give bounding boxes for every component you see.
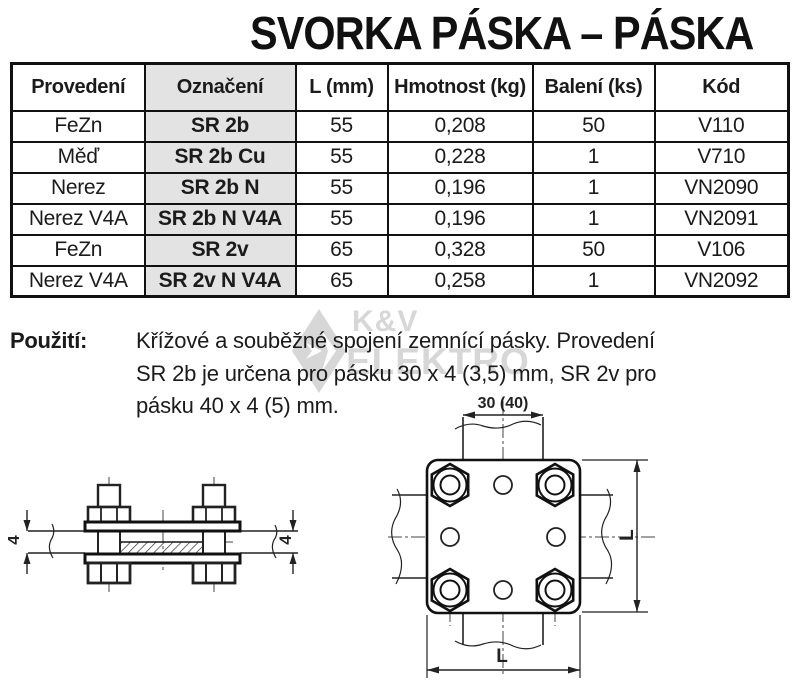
page-title: SVORKA PÁSKA – PÁSKA — [250, 7, 754, 59]
watermark-line1: K&V — [352, 305, 419, 338]
table-cell: FeZn — [10, 109, 146, 143]
table-cell: 50 — [531, 233, 656, 267]
kv-elektro-logo-icon — [292, 309, 346, 393]
table-cell: V110 — [653, 109, 790, 143]
table-cell: V710 — [653, 140, 790, 174]
column-header: Označení — [143, 62, 297, 112]
table-cell: 0,208 — [386, 109, 534, 143]
table-cell: VN2092 — [653, 264, 790, 298]
table-cell: 1 — [531, 202, 656, 236]
column-header: Balení (ks) — [531, 62, 656, 112]
table-cell: SR 2b Cu — [143, 140, 297, 174]
table-cell: 1 — [531, 171, 656, 205]
usage-text: Křížové a souběžné spojení zemnící pásky… — [136, 325, 656, 423]
column-header: Provedení — [10, 62, 146, 112]
table-cell: SR 2b — [143, 109, 297, 143]
table-cell: 0,228 — [386, 140, 534, 174]
table-cell: 0,196 — [386, 171, 534, 205]
side-view-drawing: 4 4 — [8, 477, 298, 592]
top-view-drawing: 30 (40) L L — [388, 395, 657, 678]
table-cell: SR 2v — [143, 233, 297, 267]
table-cell: FeZn — [10, 233, 146, 267]
column-header: Hmotnost (kg) — [386, 62, 534, 112]
table-cell: 65 — [294, 264, 389, 298]
table-cell: 0,196 — [386, 202, 534, 236]
table-cell: 55 — [294, 140, 389, 174]
table-cell: 50 — [531, 109, 656, 143]
usage-label: Použití: — [10, 328, 88, 353]
dim-label-30-40: 30 (40) — [478, 395, 529, 412]
table-cell: SR 2b N V4A — [143, 202, 297, 236]
usage-line: SR 2b je určena pro pásku 30 x 4 (3,5) m… — [136, 360, 657, 386]
table-cell: 55 — [294, 202, 389, 236]
dim-label-right-4: 4 — [276, 535, 295, 545]
table-cell: Měď — [10, 140, 146, 174]
table-cell: 1 — [531, 140, 656, 174]
table-cell: SR 2v N V4A — [143, 264, 297, 298]
column-header: L (mm) — [294, 62, 389, 112]
table-cell: SR 2b N — [143, 171, 297, 205]
dim-label-left-4: 4 — [8, 535, 23, 545]
table-cell: Nerez V4A — [10, 202, 146, 236]
column-header: Kód — [653, 62, 790, 112]
table-cell: VN2091 — [653, 202, 790, 236]
table-cell: Nerez V4A — [10, 264, 146, 298]
table-cell: 0,328 — [386, 233, 534, 267]
table-cell: 0,258 — [386, 264, 534, 298]
dim-label-right-L: L — [617, 529, 638, 541]
watermark-line2: ELEKTRO — [346, 341, 530, 382]
table-cell: 55 — [294, 109, 389, 143]
table-cell: 1 — [531, 264, 656, 298]
table-cell: V106 — [653, 233, 790, 267]
usage-line: pásku 40 x 4 (5) mm. — [136, 393, 339, 418]
table-cell: 65 — [294, 233, 389, 267]
dim-label-bottom-L: L — [496, 646, 508, 667]
table-cell: VN2090 — [653, 171, 790, 205]
usage-line: Křížové a souběžné spojení zemnící pásky… — [136, 328, 655, 353]
table-cell: 55 — [294, 171, 389, 205]
table-cell: Nerez — [10, 171, 146, 205]
